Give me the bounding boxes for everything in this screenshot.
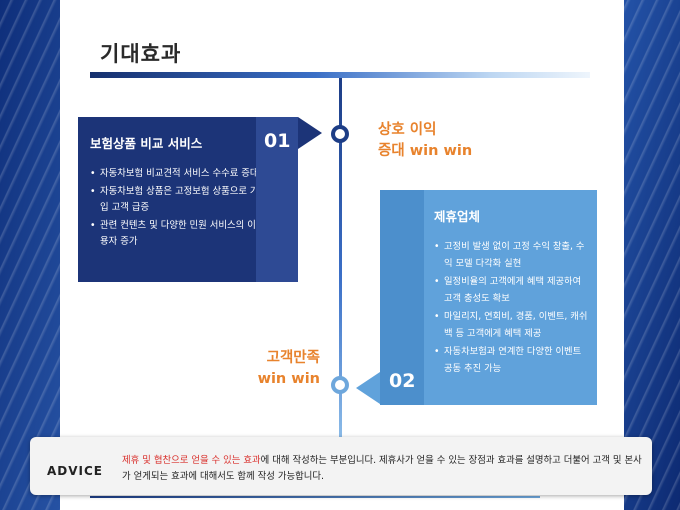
- timeline-line: [339, 78, 342, 438]
- item2-bullet: 자동차보험과 연계한 다양한 이벤트 공동 추진 가능: [434, 344, 589, 377]
- item1-bullet: 관련 컨텐츠 및 다양한 민원 서비스의 이용자 증가: [90, 218, 260, 250]
- item2-benefit-line1: 고객만족: [266, 350, 320, 366]
- item1-pointer: [298, 117, 322, 149]
- item2-bullet: 고정비 발생 없이 고정 수익 창출, 수익 모델 다각화 실현: [434, 239, 589, 272]
- advice-label: ADVICE: [47, 464, 104, 478]
- item1-benefit-line1: 상호 이익: [378, 122, 437, 138]
- bottom-divider: [90, 496, 540, 498]
- item1-bullet: 자동차보험 상품은 고정보험 상품으로 가입 고객 급증: [90, 184, 260, 216]
- item1-heading: 보험상품 비교 서비스: [90, 136, 203, 151]
- timeline-node-1: [331, 125, 349, 143]
- item1-number-panel: [256, 117, 298, 282]
- item1-benefit-line2: 증대 win win: [378, 143, 473, 159]
- item1-number: 01: [264, 130, 291, 152]
- item2-bullet-list: 고정비 발생 없이 고정 수익 창출, 수익 모델 다각화 실현 일정비율의 고…: [434, 239, 589, 377]
- item2-pointer: [356, 372, 380, 404]
- item1-bullet: 자동차보험 비교견적 서비스 수수료 증대: [90, 166, 260, 182]
- advice-highlight: 제휴 및 협찬으로 얻을 수 있는 효과: [122, 455, 261, 466]
- item2-benefit-line2: win win: [257, 371, 320, 387]
- advice-text: 제휴 및 협찬으로 얻을 수 있는 효과에 대해 작성하는 부분입니다. 제휴사…: [122, 453, 642, 485]
- slide: 기대효과 보험상품 비교 서비스 자동차보험 비교견적 서비스 수수료 증대 자…: [60, 0, 624, 510]
- title-underline: [90, 72, 590, 78]
- item2-number: 02: [389, 370, 416, 392]
- page-title: 기대효과: [100, 42, 182, 66]
- timeline-node-2: [331, 376, 349, 394]
- item2-benefit: 고객만족 win win: [210, 348, 320, 390]
- item2-heading: 제휴업체: [434, 209, 481, 224]
- advice-box: ADVICE 제휴 및 협찬으로 얻을 수 있는 효과에 대해 작성하는 부분입…: [30, 437, 652, 495]
- item2-number-panel: [380, 190, 424, 405]
- item2-bullet: 마일리지, 연회비, 경품, 이벤트, 캐쉬백 등 고객에게 혜택 제공: [434, 309, 589, 342]
- item1-bullet-list: 자동차보험 비교견적 서비스 수수료 증대 자동차보험 상품은 고정보험 상품으…: [90, 166, 260, 250]
- advice-body: 에 대해 작성하는 부분입니다. 제휴사가 얻을 수 있는 장점과 효과를 설명…: [122, 455, 642, 482]
- item1-benefit: 상호 이익 증대 win win: [378, 120, 472, 162]
- item2-bullet: 일정비율의 고객에게 혜택 제공하여 고객 충성도 확보: [434, 274, 589, 307]
